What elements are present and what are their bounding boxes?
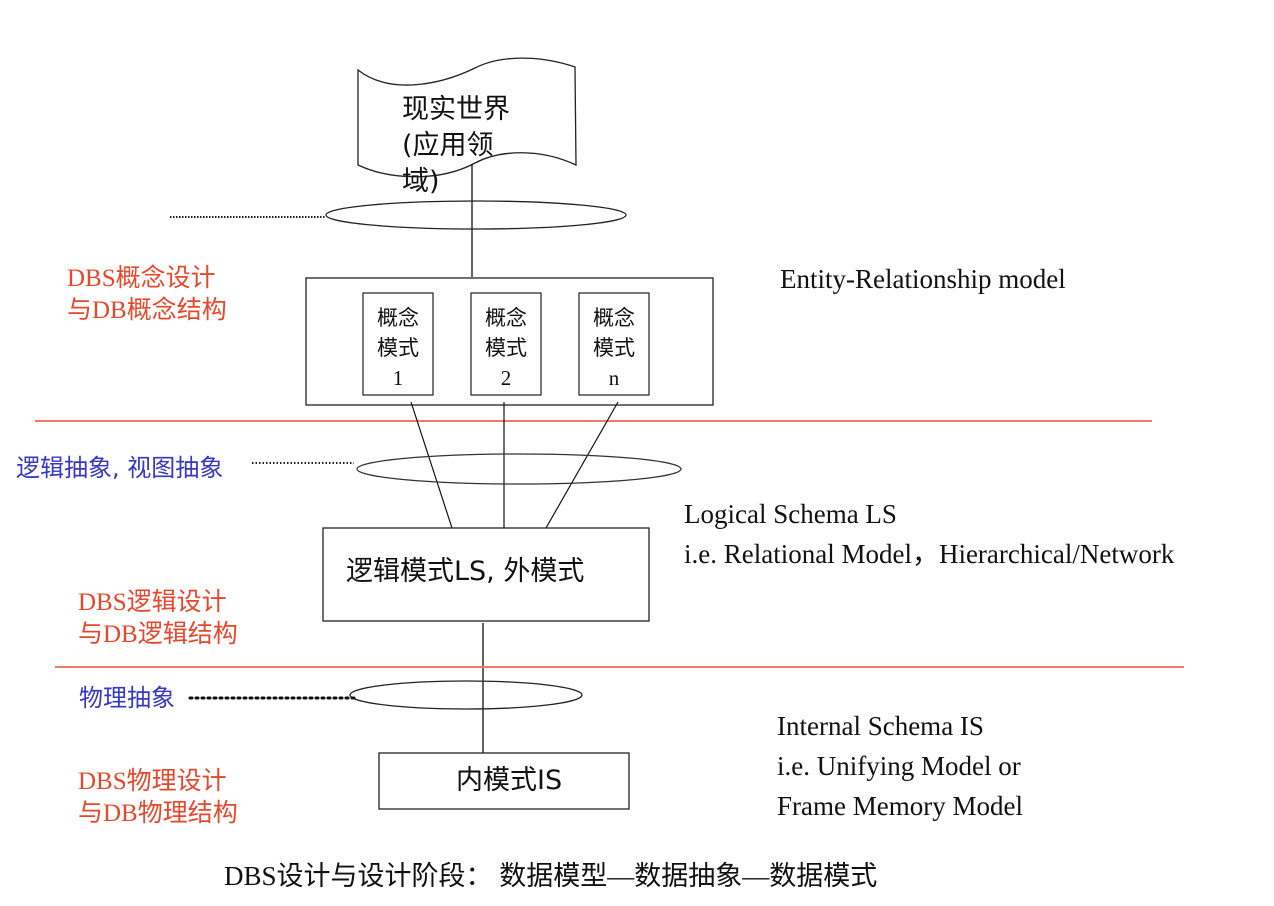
internal-note-line3: Frame Memory Model <box>777 791 1023 821</box>
concept-schema-1-label: 概念 模式 1 <box>363 303 433 393</box>
conceptual-stage-label-line1: DBS概念设计 <box>67 265 216 292</box>
connector-schema1-to-logical <box>410 401 453 529</box>
physical-stage-label-line2: 与DB物理结构 <box>78 800 238 827</box>
concept-schema-2-line2: 模式 <box>485 336 527 360</box>
concept-schema-n-line1: 概念 <box>593 306 635 330</box>
concept-schema-1-line1: 概念 <box>377 306 419 330</box>
concept-schema-n-label: 概念 模式 n <box>579 303 649 393</box>
concept-schema-2-line1: 概念 <box>485 306 527 330</box>
physical-stage-label-line1: DBS物理设计 <box>78 768 227 795</box>
concept-schema-2-label: 概念 模式 2 <box>471 303 541 393</box>
conceptual-structure-box <box>305 277 714 406</box>
real-world-line1: 现实世界 <box>402 94 510 125</box>
logical-abstraction-label: 逻辑抽象, 视图抽象 <box>16 454 224 482</box>
concept-schema-box-1 <box>362 292 434 396</box>
conceptual-stage-label: DBS概念设计 与DB概念结构 <box>67 263 227 327</box>
physical-stage-label: DBS物理设计 与DB物理结构 <box>78 766 238 830</box>
connector-schemaN-to-logical <box>545 401 619 529</box>
internal-schema-box <box>378 752 630 810</box>
logical-stage-label-line1: DBS逻辑设计 <box>78 589 227 616</box>
diagram-caption: DBS设计与设计阶段： 数据模型—数据抽象—数据模式 <box>224 861 878 891</box>
abstraction-ellipse-logical <box>356 453 682 485</box>
logical-schema-box-label: 逻辑模式LS, 外模式 <box>346 556 585 587</box>
real-world-document-shape <box>357 57 577 178</box>
concept-schema-1-line3: 1 <box>392 366 404 390</box>
logical-stage-label-line2: 与DB逻辑结构 <box>78 621 238 648</box>
concept-schema-box-2 <box>470 292 542 396</box>
internal-note-line1: Internal Schema IS <box>777 711 984 741</box>
logical-note-line2: i.e. Relational Model，Hierarchical/Netwo… <box>684 539 1175 569</box>
logical-schema-note: Logical Schema LS i.e. Relational Model，… <box>684 494 1174 574</box>
er-model-note: Entity-Relationship model <box>780 264 1066 294</box>
abstraction-ellipse-conceptual <box>325 200 627 230</box>
logical-schema-box <box>322 527 650 622</box>
concept-schema-1-line2: 模式 <box>377 336 419 360</box>
logical-note-line1: Logical Schema LS <box>684 499 897 529</box>
internal-note-line2: i.e. Unifying Model or <box>777 751 1021 781</box>
physical-abstraction-label: 物理抽象 <box>79 684 175 712</box>
concept-schema-n-line2: 模式 <box>593 336 635 360</box>
real-world-line2: (应用领 <box>402 130 494 161</box>
internal-schema-note: Internal Schema IS i.e. Unifying Model o… <box>777 706 1023 826</box>
internal-schema-box-label: 内模式IS <box>456 765 563 796</box>
real-world-label: 现实世界 (应用领 域) <box>402 92 510 200</box>
concept-schema-2-line3: 2 <box>500 366 512 390</box>
abstraction-ellipse-physical <box>349 680 583 710</box>
concept-schema-box-n <box>578 292 650 396</box>
logical-stage-label: DBS逻辑设计 与DB逻辑结构 <box>78 587 238 651</box>
concept-schema-n-line3: n <box>608 366 620 390</box>
conceptual-stage-label-line2: 与DB概念结构 <box>67 297 227 324</box>
real-world-line3: 域) <box>402 166 440 197</box>
